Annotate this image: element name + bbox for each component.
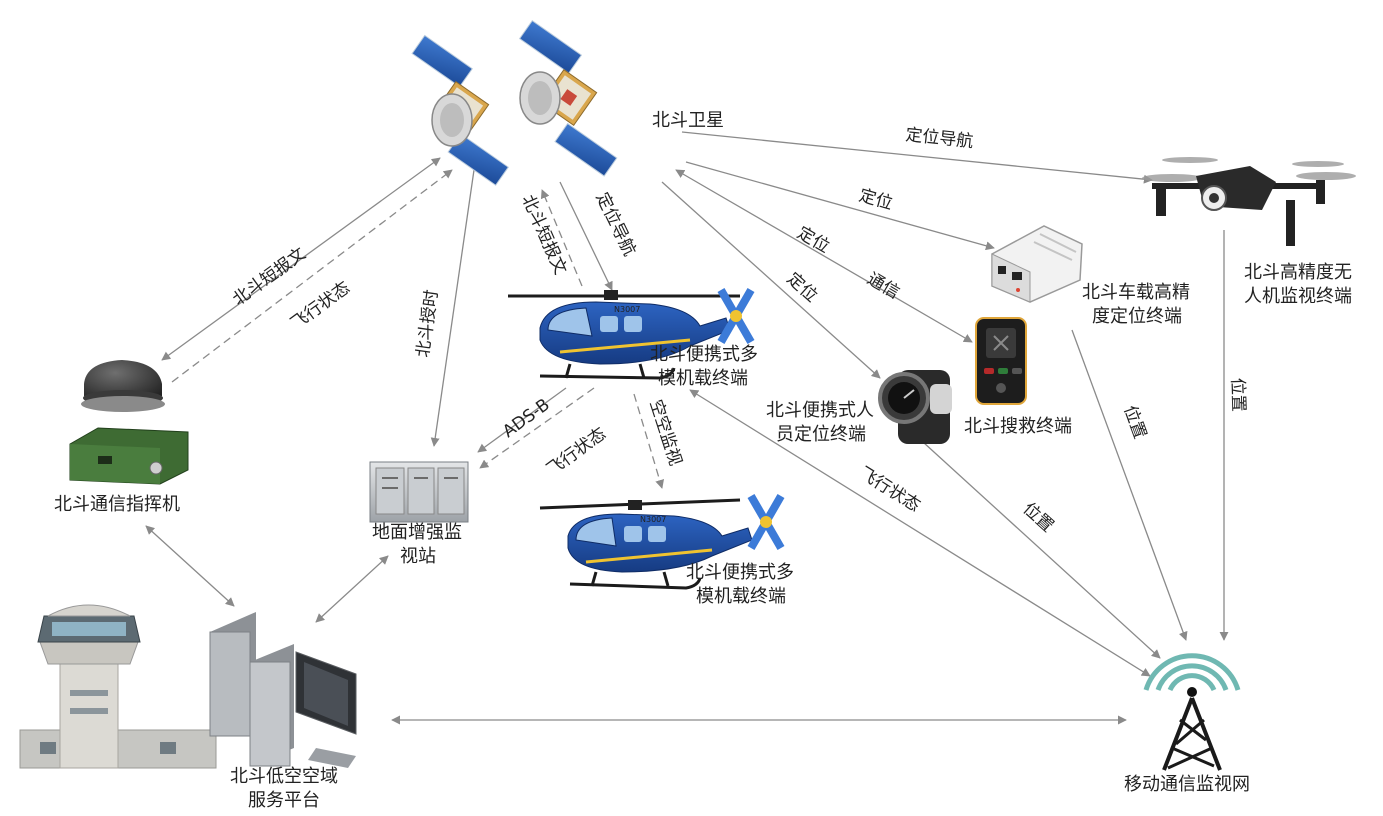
edge-label-heli-net-status: 飞行状态 bbox=[855, 463, 923, 516]
vehicle-terminal-icon[interactable] bbox=[991, 225, 1083, 303]
helicopter-2-tail-code: N3007 bbox=[640, 515, 666, 524]
control-tower-icon[interactable] bbox=[19, 604, 217, 769]
edge-sat-station-time bbox=[430, 169, 475, 447]
edge-heli-station-status bbox=[479, 387, 595, 469]
satellite-icon[interactable] bbox=[378, 19, 654, 186]
label-platform-line2: 服务平台 bbox=[248, 790, 320, 811]
edge-label-drone-net: 位置 bbox=[1227, 377, 1248, 412]
platform-computer-icon[interactable] bbox=[209, 612, 357, 768]
edge-heli-heli-monitor bbox=[633, 393, 665, 489]
edge-sat-rescue bbox=[675, 169, 973, 343]
label-satellite: 北斗卫星 bbox=[652, 110, 724, 131]
label-airborne-2-line2: 模机载终端 bbox=[696, 586, 786, 607]
label-airborne-1-line1: 北斗便携式多 bbox=[650, 344, 758, 365]
drone-icon[interactable] bbox=[1142, 157, 1356, 246]
label-personal-line1: 北斗便携式人 bbox=[766, 400, 874, 421]
edge-label-sat-vehicle: 定位 bbox=[857, 186, 895, 215]
edge-sat-personal bbox=[661, 181, 881, 379]
label-command-machine: 北斗通信指挥机 bbox=[54, 494, 180, 515]
edge-label-sat-drone: 定位导航 bbox=[904, 125, 974, 152]
edge-sat-heli-nav bbox=[559, 181, 613, 291]
helicopter-1-tail-code: N3007 bbox=[614, 305, 640, 314]
edge-label-personal-net: 位置 bbox=[1019, 499, 1058, 537]
edge-sat-vehicle bbox=[685, 161, 995, 251]
label-drone-line1: 北斗高精度无 bbox=[1244, 262, 1352, 283]
edge-cmd-platform bbox=[145, 525, 235, 607]
label-vehicle-line2: 度定位终端 bbox=[1092, 306, 1182, 327]
mobile-network-tower-icon[interactable] bbox=[1143, 653, 1241, 771]
edge-vehicle-net bbox=[1071, 329, 1188, 641]
label-personal-line2: 员定位终端 bbox=[776, 424, 866, 445]
label-vehicle-line1: 北斗车载高精 bbox=[1082, 282, 1190, 303]
personal-terminal-icon[interactable] bbox=[878, 370, 952, 444]
edge-label-sat-heli-nav: 定位导航 bbox=[592, 189, 640, 259]
helicopter-icon-2[interactable]: N3007 bbox=[539, 494, 785, 590]
edge-sat-drone bbox=[681, 131, 1153, 184]
edge-cmd-sat-status bbox=[171, 169, 453, 383]
edge-label-sat-station-time: 北斗授时 bbox=[413, 289, 442, 359]
edge-sat-cmd-msg bbox=[161, 157, 441, 361]
edge-heli-sat-msg bbox=[540, 189, 583, 287]
ground-station-icon[interactable] bbox=[369, 461, 469, 523]
edge-label-vehicle-net: 位置 bbox=[1119, 403, 1149, 442]
label-station-line1: 地面增强监 bbox=[372, 522, 462, 543]
edge-label-heli-sat-msg: 北斗短报文 bbox=[517, 192, 570, 278]
edge-personal-net bbox=[911, 431, 1161, 659]
edge-label-cmd-sat-status: 飞行状态 bbox=[287, 278, 354, 334]
label-drone-line2: 人机监视终端 bbox=[1244, 286, 1352, 307]
label-mobile-network: 移动通信监视网 bbox=[1124, 774, 1250, 795]
edge-label-heli-heli-monitor: 空空监视 bbox=[645, 397, 685, 468]
edge-heli-station-adsb bbox=[477, 387, 567, 453]
edge-label-sat-rescue-pos: 定位 bbox=[794, 223, 833, 257]
label-station-line2: 视站 bbox=[400, 546, 436, 567]
edge-station-platform bbox=[315, 555, 389, 623]
edge-heli-net-status bbox=[689, 389, 1151, 677]
label-platform-line1: 北斗低空空域 bbox=[230, 766, 338, 787]
edge-label-sat-cmd-msg: 北斗短报文 bbox=[229, 244, 310, 310]
rescue-terminal-icon[interactable] bbox=[975, 317, 1027, 405]
command-machine-icon[interactable] bbox=[69, 360, 189, 485]
label-airborne-2-line1: 北斗便携式多 bbox=[686, 562, 794, 583]
label-rescue-terminal: 北斗搜救终端 bbox=[964, 416, 1072, 437]
edge-label-sat-personal: 定位 bbox=[783, 269, 822, 307]
edge-label-heli-station-status: 飞行状态 bbox=[543, 424, 610, 480]
label-airborne-1-line2: 模机载终端 bbox=[658, 368, 748, 389]
helicopter-icon-1[interactable]: N3007 bbox=[508, 288, 755, 380]
edges bbox=[145, 131, 1229, 725]
